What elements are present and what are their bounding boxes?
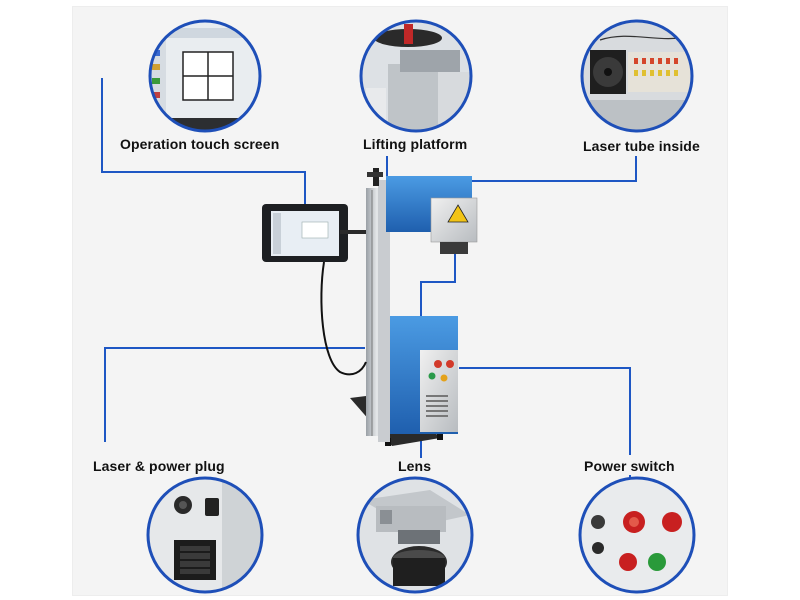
label-power-switch: Power switch: [584, 458, 675, 474]
label-laser-power-plug: Laser & power plug: [93, 458, 225, 474]
connector-power-switch: [459, 367, 631, 455]
detail-circle-border: [148, 19, 262, 133]
detail-circle-border: [356, 476, 474, 594]
label-lens: Lens: [398, 458, 432, 474]
warning-sign: [447, 204, 469, 223]
detail-lifting-platform: [359, 19, 473, 133]
connector-touch-screen: [101, 78, 306, 210]
detail-circle-border: [580, 19, 694, 133]
label-laser-tube-inside: Laser tube inside: [583, 138, 700, 154]
detail-circle-border: [578, 476, 696, 594]
connector-laser-tube: [437, 156, 637, 182]
detail-circle-border: [359, 19, 473, 133]
detail-touch-screen: [148, 19, 262, 133]
detail-laser-tube: [580, 19, 694, 133]
detail-power-switch: [578, 476, 696, 594]
connector-power-plug: [104, 347, 365, 442]
vent-slots: [426, 395, 448, 417]
detail-power-plug: [146, 476, 264, 594]
laser-marking-machine: [262, 168, 478, 446]
label-lifting-platform: Lifting platform: [363, 136, 468, 152]
label-operation-touch-screen: Operation touch screen: [120, 136, 280, 152]
detail-lens: [356, 476, 474, 594]
detail-circle-border: [146, 476, 264, 594]
